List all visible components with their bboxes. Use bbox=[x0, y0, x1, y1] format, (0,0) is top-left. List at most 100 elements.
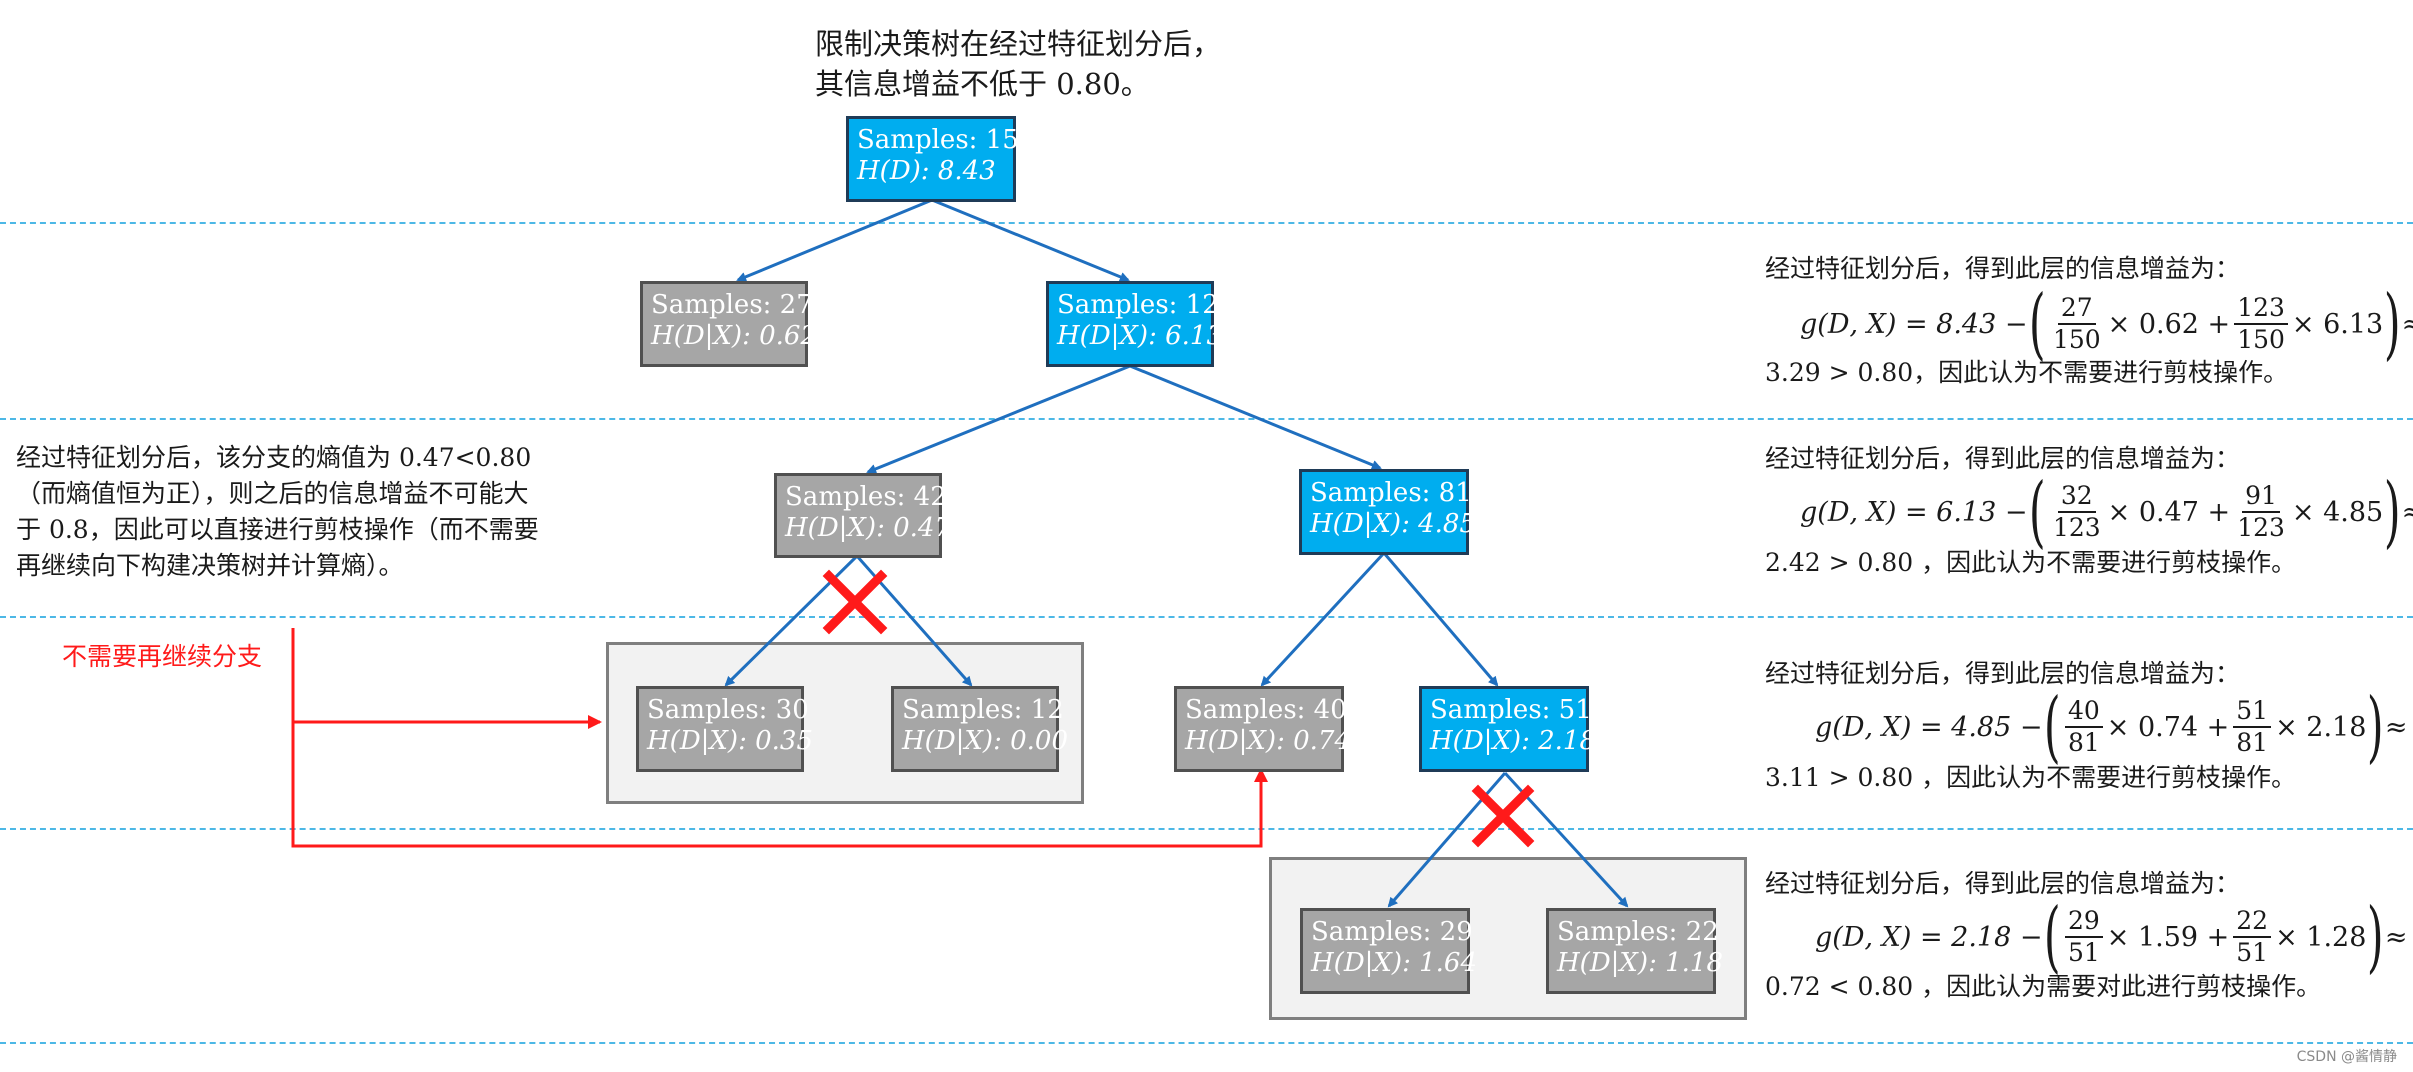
node-entropy: 𝐻(𝐷|𝑋): 0.47 bbox=[785, 513, 951, 543]
node-entropy: 𝐻(𝐷|𝑋): 2.18 bbox=[1430, 726, 1596, 756]
left-paren: ( bbox=[2028, 279, 2046, 369]
level-separator bbox=[0, 222, 2413, 224]
note-line: 再继续向下构建决策树并计算熵）。 bbox=[16, 551, 404, 580]
formula-term: × 1.28 bbox=[2275, 921, 2367, 953]
formula-result: ≈ 0.72 bbox=[2384, 921, 2413, 953]
node-entropy: 𝐻(𝐷|𝑋): 0.35 bbox=[647, 726, 813, 756]
gain-conclusion: 3.29 > 0.80，因此认为不需要进行剪枝操作。 bbox=[1765, 358, 2289, 387]
red-connector-to-40 bbox=[291, 722, 1268, 848]
tree-node-123: Samples: 123 𝐻(𝐷|𝑋): 6.13 bbox=[1046, 281, 1236, 367]
formula-result: ≈ 3.11 bbox=[2384, 711, 2413, 743]
edge-123-to-81 bbox=[1129, 364, 1382, 470]
right-paren: ) bbox=[2367, 682, 2385, 772]
tree-node-81: Samples: 81 𝐻(𝐷|𝑋): 4.85 bbox=[1299, 469, 1476, 555]
node-samples: Samples: 42 bbox=[785, 482, 947, 512]
formula-term: × 2.18 bbox=[2275, 711, 2367, 743]
node-entropy: 𝐻(𝐷|𝑋): 0.62 bbox=[651, 321, 817, 351]
node-entropy: 𝐻(𝐷|𝑋): 0.00 bbox=[902, 726, 1068, 756]
formula-term: × 0.62 + bbox=[2107, 308, 2231, 340]
level-separator bbox=[0, 418, 2413, 420]
right-paren: ) bbox=[2384, 279, 2401, 369]
tree-node-40: Samples: 40 𝐻(𝐷|𝑋): 0.74 bbox=[1174, 686, 1351, 772]
formula-lhs: 𝑔(𝐷, 𝑋) = 4.85 − bbox=[1815, 711, 2043, 743]
numerator: 32 bbox=[2057, 481, 2096, 513]
node-entropy: 𝐻(𝐷): 8.43 bbox=[857, 156, 996, 186]
node-samples: Samples: 29 bbox=[1311, 917, 1473, 947]
prune-cross-42 bbox=[822, 569, 888, 635]
denominator: 51 bbox=[2067, 938, 2100, 967]
formula-term: × 6.13 bbox=[2291, 308, 2384, 340]
note-line: （而熵值恒为正），则之后的信息增益不可能大 bbox=[16, 479, 529, 508]
node-entropy: 𝐻(𝐷|𝑋): 4.85 bbox=[1310, 509, 1476, 539]
denominator: 123 bbox=[2052, 513, 2101, 542]
numerator: 40 bbox=[2064, 696, 2103, 728]
formula-lhs: 𝑔(𝐷, 𝑋) = 6.13 − bbox=[1800, 496, 2028, 528]
formula-result: ≈ 3.29 bbox=[2401, 308, 2413, 340]
edge-root-to-123 bbox=[931, 198, 1130, 282]
numerator: 22 bbox=[2233, 906, 2272, 938]
formula-lhs: 𝑔(𝐷, 𝑋) = 8.43 − bbox=[1800, 308, 2028, 340]
note-line: 于 0.8，因此可以直接进行剪枝操作（而不需要 bbox=[16, 515, 539, 544]
tree-node-29: Samples: 29 𝐻(𝐷|𝑋): 1.64 bbox=[1300, 908, 1477, 994]
node-samples: Samples: 81 bbox=[1310, 478, 1472, 508]
denominator: 51 bbox=[2236, 938, 2269, 967]
edge-123-to-42 bbox=[866, 364, 1131, 474]
edge-81-to-40 bbox=[1260, 551, 1386, 687]
tree-node-27: Samples: 27 𝐻(𝐷|𝑋): 0.62 bbox=[640, 281, 817, 367]
node-samples: Samples: 123 bbox=[1057, 290, 1236, 320]
denominator: 150 bbox=[2052, 325, 2101, 354]
numerator: 91 bbox=[2242, 481, 2280, 513]
node-samples: Samples: 30 bbox=[647, 695, 809, 725]
prune-cross-51 bbox=[1471, 784, 1535, 848]
tree-node-42: Samples: 42 𝐻(𝐷|𝑋): 0.47 bbox=[774, 473, 951, 558]
level-separator bbox=[0, 1042, 2413, 1044]
diagram-title: 限制决策树在经过特征划分后， 其信息增益不低于 0.80。 bbox=[815, 24, 1221, 104]
watermark: CSDN @酱情静 bbox=[2296, 1049, 2397, 1065]
pruning-note: 经过特征划分后，该分支的熵值为 0.47<0.80 （而熵值恒为正），则之后的信… bbox=[16, 440, 586, 584]
formula-lhs: 𝑔(𝐷, 𝑋) = 2.18 − bbox=[1815, 921, 2043, 953]
denominator: 150 bbox=[2237, 325, 2285, 354]
left-paren: ( bbox=[2043, 682, 2061, 772]
red-connector-to-group bbox=[291, 628, 602, 729]
node-entropy: 𝐻(𝐷|𝑋): 1.64 bbox=[1311, 948, 1477, 978]
denominator: 81 bbox=[2067, 728, 2100, 757]
right-paren: ) bbox=[2384, 467, 2401, 557]
numerator: 123 bbox=[2234, 293, 2288, 325]
numerator: 27 bbox=[2057, 293, 2096, 325]
level-separator bbox=[0, 616, 2413, 618]
formula-term: × 0.47 + bbox=[2107, 496, 2231, 528]
tree-node-51: Samples: 51 𝐻(𝐷|𝑋): 2.18 bbox=[1419, 686, 1596, 772]
node-samples: Samples: 150 bbox=[857, 125, 1036, 155]
gain-intro: 经过特征划分后，得到此层的信息增益为： bbox=[1765, 869, 2241, 898]
gain-conclusion: 3.11 > 0.80 ，因此认为不需要进行剪枝操作。 bbox=[1765, 763, 2297, 792]
left-paren: ( bbox=[2043, 892, 2061, 982]
left-paren: ( bbox=[2028, 467, 2046, 557]
formula-term: × 1.59 + bbox=[2106, 921, 2230, 953]
node-samples: Samples: 40 bbox=[1185, 695, 1347, 725]
node-samples: Samples: 51 bbox=[1430, 695, 1592, 725]
gain-conclusion: 0.72 < 0.80 ，因此认为需要对此进行剪枝操作。 bbox=[1765, 972, 2322, 1001]
denominator: 81 bbox=[2236, 728, 2269, 757]
tree-node-root: Samples: 150 𝐻(𝐷): 8.43 bbox=[846, 116, 1036, 202]
title-line-1: 限制决策树在经过特征划分后， bbox=[815, 27, 1222, 61]
denominator: 123 bbox=[2237, 513, 2285, 542]
formula-term: × 4.85 bbox=[2291, 496, 2384, 528]
numerator: 29 bbox=[2064, 906, 2103, 938]
gain-intro: 经过特征划分后，得到此层的信息增益为： bbox=[1765, 659, 2241, 688]
level-separator bbox=[0, 828, 2413, 830]
note-line: 经过特征划分后，该分支的熵值为 0.47<0.80 bbox=[16, 443, 532, 472]
tree-node-22: Samples: 22 𝐻(𝐷|𝑋): 1.18 bbox=[1546, 908, 1723, 994]
no-branch-label: 不需要再继续分支 bbox=[62, 642, 263, 671]
right-paren: ) bbox=[2367, 892, 2385, 982]
